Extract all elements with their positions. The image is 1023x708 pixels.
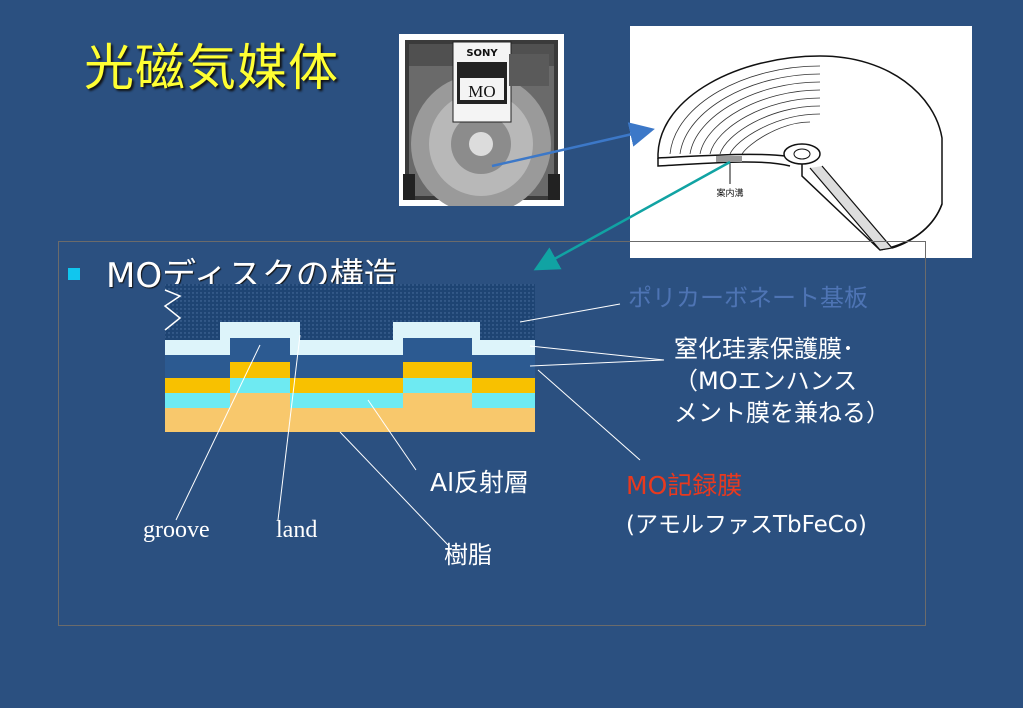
nitride-layer [165, 322, 535, 355]
drawing-caption: 案内溝 [716, 187, 743, 199]
label-nitride-line2: （MOエンハンス [674, 367, 858, 395]
label-resin: 樹脂 [444, 541, 492, 569]
disc-cutaway-drawing: 案内溝 [630, 26, 972, 258]
mo-recording-layer [165, 338, 535, 378]
page-title: 光磁気媒体 [84, 39, 339, 97]
label-land: land [276, 517, 318, 543]
label-mo-film: MO記録膜 [626, 471, 743, 500]
mo-disk-photo: SONY MO [399, 34, 564, 214]
label-groove: groove [143, 517, 210, 543]
substrate-layer [165, 284, 535, 340]
label-nitride-line1: 窒化珪素保護膜･ [674, 335, 854, 363]
photo-brand: SONY [466, 48, 498, 59]
arrow-photo-to-drawing [491, 122, 655, 168]
bullet-marker [68, 268, 80, 280]
label-nitride-line3: メント膜を兼ねる） [674, 399, 890, 427]
photo-label: MO [468, 82, 495, 101]
label-aluminum: Al反射層 [430, 468, 530, 497]
label-nitride: 窒化珪素保護膜･ （MOエンハンス メント膜を兼ねる） [674, 333, 890, 429]
label-polycarbonate: ポリカーボネート基板 [628, 284, 868, 312]
mo-cartridge-image: SONY MO [403, 40, 560, 214]
label-amorphous: (アモルファスTbFeCo) [626, 512, 867, 538]
reflective-layer [165, 362, 535, 393]
content-box [58, 241, 926, 626]
disc-cutaway-image: 案内溝 [657, 55, 943, 251]
arrow-drawing-to-section [533, 160, 731, 271]
